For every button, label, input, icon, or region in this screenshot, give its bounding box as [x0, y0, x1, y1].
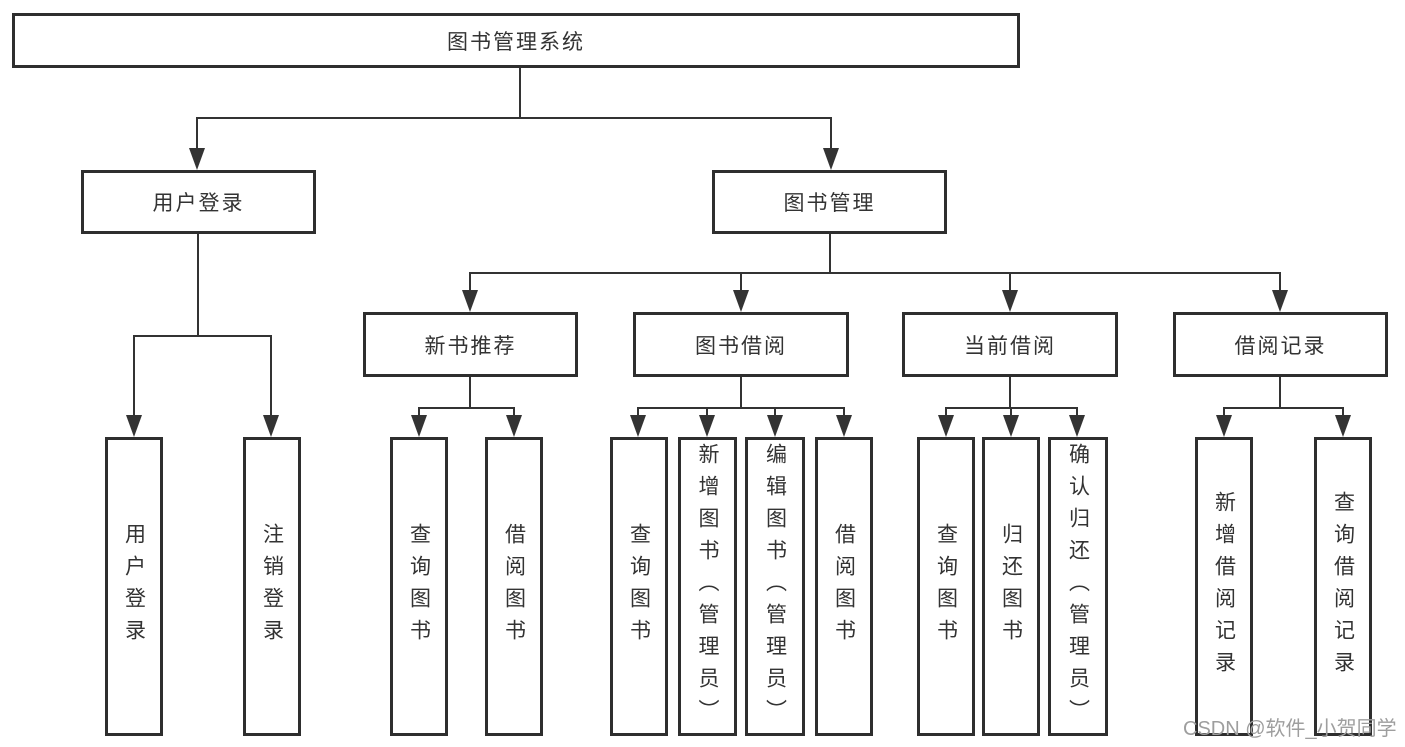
connector-user-login-bar — [133, 335, 272, 337]
arrowhead-down — [506, 415, 522, 437]
connector-drop-line — [706, 407, 708, 416]
node-library-management-system: 图书管理系统 — [12, 13, 1020, 68]
connector-root-stem — [519, 68, 521, 117]
node-book-management: 图书管理 — [712, 170, 947, 234]
connector-drop-line — [133, 335, 135, 416]
connector-drop-line — [270, 335, 272, 416]
connector-book-management-bar — [469, 272, 1281, 274]
connector-drop-line — [1076, 407, 1078, 416]
connector-drop-line — [1279, 272, 1281, 290]
leaf-query-borrow-record: 查询借阅记录 — [1314, 437, 1372, 736]
arrowhead-down — [1069, 415, 1085, 437]
arrowhead-down — [189, 148, 205, 170]
arrowhead-down — [938, 415, 954, 437]
connector-new-book-stem — [469, 377, 471, 407]
csdn-watermark: CSDN @软件_小贺同学 — [1183, 718, 1397, 740]
leaf-edit-book-admin: 编辑图书（管理员） — [745, 437, 805, 736]
connector-drop-line — [740, 272, 742, 290]
arrowhead-down — [462, 290, 478, 312]
leaf-label: 借阅图书 — [502, 522, 526, 651]
node-borrowing-records: 借阅记录 — [1173, 312, 1388, 377]
leaf-label: 用户登录 — [122, 522, 146, 651]
connector-book-borrowing-stem — [740, 377, 742, 407]
leaf-borrow-books: 借阅图书 — [815, 437, 873, 736]
arrowhead-down — [767, 415, 783, 437]
leaf-label: 查询图书 — [627, 522, 651, 651]
connector-current-borrowing-stem — [1009, 377, 1011, 407]
leaf-confirm-return-admin: 确认归还（管理员） — [1048, 437, 1108, 736]
arrowhead-down — [263, 415, 279, 437]
leaf-logout: 注销登录 — [243, 437, 301, 736]
arrowhead-down — [1216, 415, 1232, 437]
connector-new-book-bar — [418, 407, 515, 409]
node-label: 图书借阅 — [695, 334, 787, 358]
leaf-label: 查询借阅记录 — [1331, 490, 1355, 683]
connector-drop-line — [418, 407, 420, 416]
arrowhead-down — [1272, 290, 1288, 312]
connector-drop-line — [196, 117, 198, 149]
connector-drop-line — [830, 117, 832, 149]
leaf-label: 查询图书 — [934, 522, 958, 651]
node-user-login: 用户登录 — [81, 170, 316, 234]
arrowhead-down — [836, 415, 852, 437]
connector-drop-line — [1342, 407, 1344, 416]
leaf-label: 归还图书 — [999, 522, 1023, 651]
leaf-query-books-current: 查询图书 — [917, 437, 975, 736]
arrowhead-down — [823, 148, 839, 170]
connector-drop-line — [469, 272, 471, 290]
leaf-query-books-borrowing: 查询图书 — [610, 437, 668, 736]
leaf-user-login: 用户登录 — [105, 437, 163, 736]
leaf-label: 编辑图书（管理员） — [763, 442, 787, 731]
leaf-query-books-recommend: 查询图书 — [390, 437, 448, 736]
leaf-label: 注销登录 — [260, 522, 284, 651]
arrowhead-down — [630, 415, 646, 437]
arrowhead-down — [733, 290, 749, 312]
connector-drop-line — [637, 407, 639, 416]
arrowhead-down — [1003, 415, 1019, 437]
connector-drop-line — [1009, 272, 1011, 290]
connector-drop-line — [513, 407, 515, 416]
leaf-label: 查询图书 — [407, 522, 431, 651]
leaf-label: 确认归还（管理员） — [1066, 442, 1090, 731]
node-new-book-recommendation: 新书推荐 — [363, 312, 578, 377]
connector-root-bar — [196, 117, 832, 119]
arrowhead-down — [411, 415, 427, 437]
node-label: 用户登录 — [152, 192, 245, 215]
leaf-borrow-books-recommend: 借阅图书 — [485, 437, 543, 736]
connector-drop-line — [1010, 407, 1012, 416]
leaf-label: 新增图书（管理员） — [696, 442, 719, 731]
connector-book-borrowing-bar — [637, 407, 845, 409]
node-label: 图书管理 — [783, 192, 876, 215]
node-label: 借阅记录 — [1234, 334, 1327, 358]
connector-book-management-stem — [829, 234, 831, 272]
leaf-label: 借阅图书 — [832, 522, 856, 651]
node-label: 新书推荐 — [424, 334, 517, 358]
leaf-add-book-admin: 新增图书（管理员） — [678, 437, 737, 736]
leaf-add-borrow-record: 新增借阅记录 — [1195, 437, 1253, 736]
connector-drop-line — [1223, 407, 1225, 416]
leaf-label: 新增借阅记录 — [1212, 490, 1236, 683]
arrowhead-down — [699, 415, 715, 437]
node-current-borrowing: 当前借阅 — [902, 312, 1118, 377]
arrowhead-down — [126, 415, 142, 437]
connector-borrowing-records-bar — [1223, 407, 1344, 409]
node-label: 图书管理系统 — [447, 30, 585, 54]
arrowhead-down — [1002, 290, 1018, 312]
node-label: 当前借阅 — [964, 334, 1056, 358]
connector-user-login-stem — [197, 234, 199, 335]
connector-borrowing-records-stem — [1279, 377, 1281, 407]
connector-drop-line — [843, 407, 845, 416]
node-book-borrowing: 图书借阅 — [633, 312, 849, 377]
leaf-return-book: 归还图书 — [982, 437, 1040, 736]
connector-drop-line — [945, 407, 947, 416]
connector-drop-line — [774, 407, 776, 416]
arrowhead-down — [1335, 415, 1351, 437]
